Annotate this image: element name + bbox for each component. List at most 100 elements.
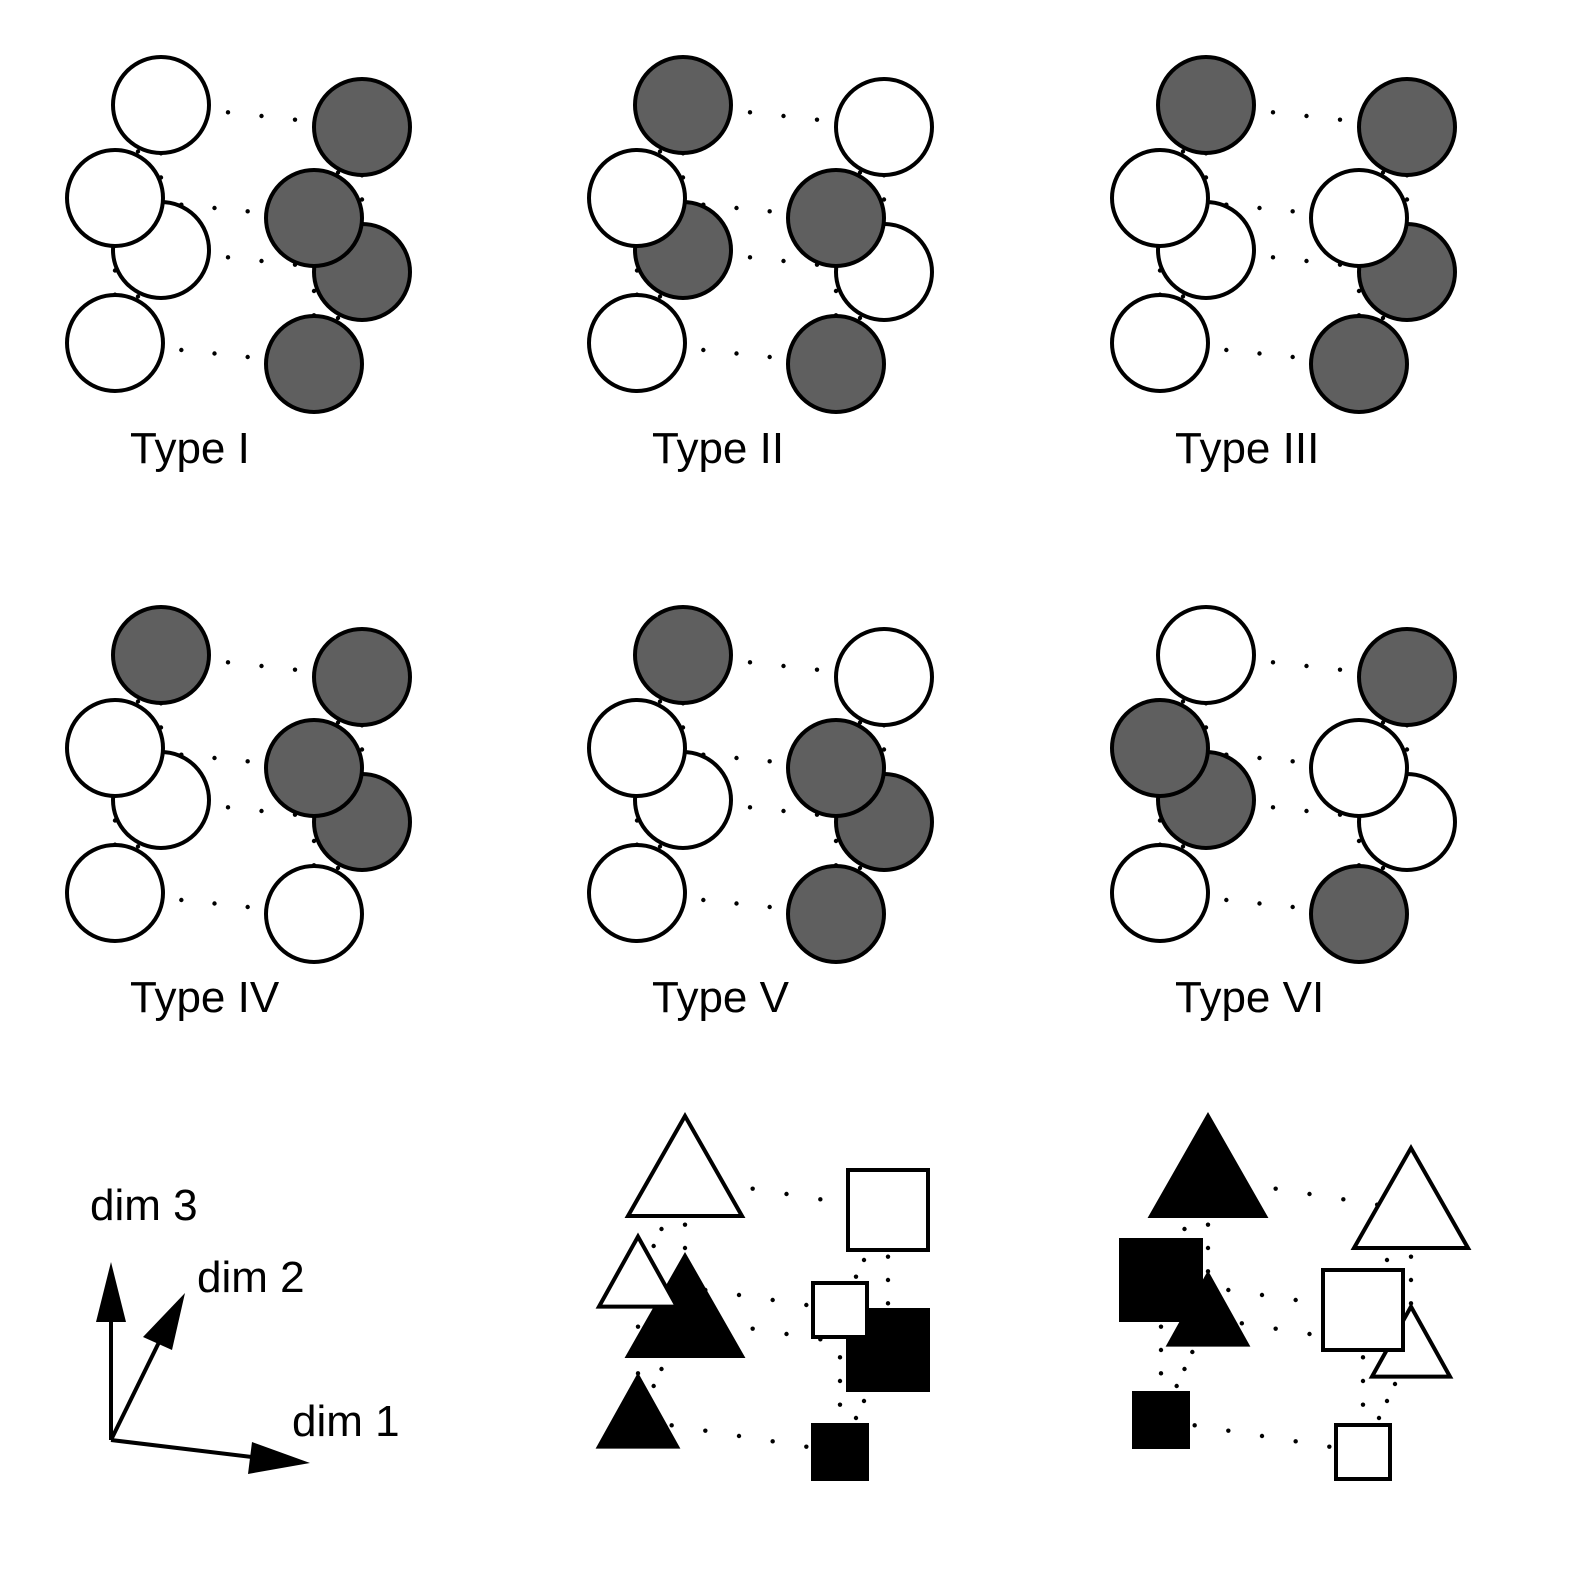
edge-dot (885, 1254, 891, 1259)
edge-dot (1356, 288, 1362, 294)
edge-dot (212, 351, 217, 356)
edge-dot (135, 844, 141, 849)
stimulus-circle-gray (312, 77, 412, 177)
edge-dot (1273, 1186, 1278, 1191)
shape-panel-2 (1119, 1111, 1472, 1481)
dimension-axes: dim 3 dim 2 dim 1 (90, 1181, 400, 1474)
edge-dot (701, 897, 706, 903)
edge-dot (1226, 1428, 1231, 1433)
stimulus-circle-gray (1156, 55, 1256, 155)
shape-large-black-triangle (1147, 1111, 1269, 1218)
edge-dot (1192, 1423, 1197, 1428)
edge-dot (1180, 149, 1186, 154)
edge-dot (259, 258, 264, 264)
edge-dot (734, 351, 739, 356)
cube-panel-2 (587, 55, 934, 414)
edge-dot (767, 354, 772, 360)
edge-dot (736, 1292, 742, 1298)
edge-dot (1224, 347, 1229, 353)
edge-dot (292, 117, 298, 122)
edge-dot (767, 759, 772, 764)
edge-dot (1174, 1383, 1179, 1389)
stimulus-circle-white (1110, 148, 1210, 248)
edge-dot (335, 865, 341, 871)
edge-dot (1239, 1321, 1245, 1326)
edge-dot (1270, 805, 1276, 810)
stimulus-circle-gray (1309, 864, 1409, 964)
edge-dot (750, 1326, 755, 1331)
edge-dot (259, 663, 264, 669)
edge-dot (747, 110, 753, 115)
stimulus-circle-gray (786, 864, 886, 964)
edge-dot (1224, 897, 1229, 903)
edge-dot (245, 904, 250, 910)
edge-dot (881, 747, 887, 752)
edge-dot (1158, 1371, 1164, 1376)
stimulus-circle-white (587, 698, 687, 798)
edge-dot (861, 1398, 867, 1404)
edge-dot (651, 1243, 656, 1249)
edge-dot (781, 258, 786, 264)
edge-dot (225, 110, 231, 115)
shape-small-black-square (811, 1423, 869, 1481)
edge-dot (212, 755, 217, 761)
stimulus-circle-white (587, 293, 687, 393)
label-type-6: Type VI (1175, 973, 1324, 1022)
edge-dot (1182, 1226, 1187, 1232)
edge-dot (1384, 1257, 1390, 1263)
edge-dot (1273, 1326, 1278, 1331)
stimulus-circle-white (587, 148, 687, 248)
edge-dot (657, 294, 663, 299)
stimulus-circle-gray (264, 314, 364, 414)
edge-dot (1259, 1292, 1265, 1298)
edge-dot (1304, 663, 1309, 669)
cube-panel-5 (587, 605, 934, 964)
edge-dot (1327, 1444, 1332, 1449)
edge-dot (311, 288, 317, 294)
cube-panel-6 (1110, 605, 1457, 964)
edge-dot (1337, 667, 1343, 672)
edge-dot (1270, 110, 1276, 115)
edge-dot (179, 347, 184, 353)
shape-large-white-square (1321, 1268, 1405, 1352)
edge-dot (1180, 699, 1186, 704)
edge-dot (750, 1186, 755, 1191)
edge-dot (734, 901, 739, 906)
edge-dot (1392, 1381, 1398, 1387)
edge-dot (657, 149, 663, 154)
edge-dot (1304, 808, 1309, 814)
stimulus-circle-gray (264, 168, 364, 268)
shape-large-white-triangle (1350, 1143, 1472, 1250)
edge-dot (837, 1355, 843, 1360)
edge-dot (1337, 117, 1343, 122)
edge-dot (853, 1274, 859, 1279)
shape-large-white-triangle (624, 1111, 746, 1218)
edge-dot (833, 288, 839, 294)
edge-dot (1384, 1398, 1390, 1404)
stimulus-circle-gray (633, 605, 733, 705)
stimulus-circle-gray (1357, 77, 1457, 177)
label-type-5: Type V (652, 973, 790, 1022)
edge-dot (292, 667, 298, 672)
edge-dot (814, 667, 820, 672)
edge-dot (701, 347, 706, 353)
stimulus-circle-gray (1110, 698, 1210, 798)
type-labels: Type I Type II Type III Type IV Type V T… (130, 424, 1324, 1022)
dim3-label: dim 3 (90, 1181, 198, 1230)
label-type-1: Type I (130, 424, 250, 473)
edge-dot (1360, 1355, 1366, 1360)
edge-dot (885, 1277, 891, 1283)
edge-dot (1257, 901, 1262, 906)
edge-dot (734, 205, 739, 211)
edge-dot (359, 197, 365, 202)
edge-dot (703, 1428, 708, 1433)
shape-small-white-square (811, 1281, 869, 1339)
edge-dot (1380, 315, 1386, 321)
stimulus-circle-white (65, 843, 165, 943)
edge-dot (657, 844, 663, 849)
edge-dot (1180, 294, 1186, 299)
stimulus-circle-gray (1357, 627, 1457, 727)
edge-dot (781, 663, 786, 669)
edge-dot (1190, 1349, 1195, 1355)
